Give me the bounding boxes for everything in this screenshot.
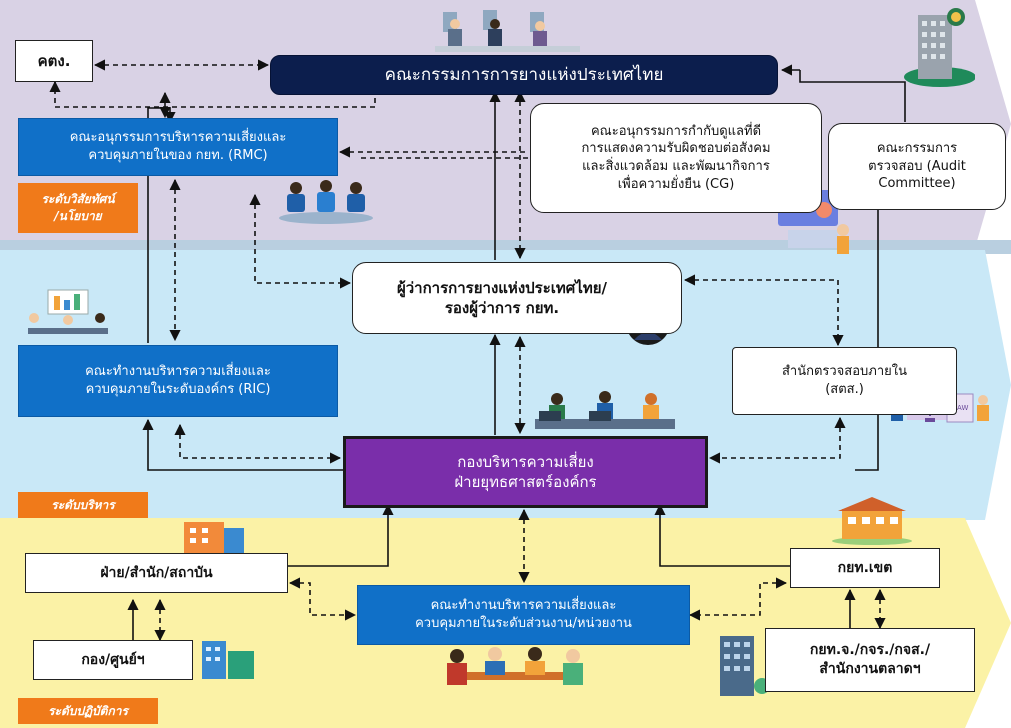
- provincial-label-line2: สำนักงานตลาดฯ: [819, 661, 921, 677]
- city-building-icon: [202, 641, 254, 679]
- office-building-icon: [904, 8, 975, 87]
- risk-division-label-line1: กองบริหารความเสี่ยง: [457, 452, 594, 471]
- cg-label-line2: การแสดงความรับผิดชอบต่อสังคม: [581, 141, 771, 157]
- svg-text:LAW: LAW: [953, 404, 968, 412]
- operational-level-label: ระดับปฏิบัติการ: [48, 703, 128, 718]
- small-building-icon: [184, 522, 244, 554]
- policy-level-line1: ระดับวิสัยทัศน์: [41, 192, 115, 207]
- board-label: คณะกรรมการการยางแห่งประเทศไทย: [384, 64, 664, 85]
- audit-label-line3: Committee): [878, 176, 956, 192]
- presentation-icon: [28, 289, 108, 334]
- audit-label-line1: คณะกรรมการ: [876, 141, 958, 157]
- board-members-icon: [279, 180, 373, 224]
- governor-box: ผู้ว่าการการยางแห่งประเทศไทย/ รองผู้ว่าก…: [352, 262, 682, 334]
- risk-division-label-line2: ฝ่ายยุทธศาสตร์องค์กร: [454, 473, 597, 491]
- cg-box: คณะอนุกรรมการกำกับดูแลที่ดี การแสดงความร…: [530, 103, 822, 213]
- team-meeting-icon: [447, 647, 583, 685]
- meeting-people-icon: [435, 10, 580, 52]
- provincial-label-line1: กยท.จ./กจร./กจส./: [809, 642, 931, 659]
- kng-label: คตง.: [37, 51, 71, 70]
- ric-box: คณะทำงานบริหารความเสี่ยงและ ควบคุมภายในร…: [18, 345, 338, 417]
- governor-label-line2: รองผู้ว่าการ กยท.: [444, 299, 560, 317]
- board-box: คณะกรรมการการยางแห่งประเทศไทย: [270, 55, 778, 95]
- rmc-label-line1: คณะอนุกรรมการบริหารความเสี่ยงและ: [69, 130, 287, 146]
- kng-box: คตง.: [15, 40, 93, 82]
- audit-label-line2: ตรวจสอบ (Audit: [868, 158, 966, 174]
- staff-desk-icon: [535, 391, 675, 429]
- ric-label-line2: ควบคุมภายในระดับองค์กร (RIC): [85, 382, 271, 397]
- internal-audit-label-line1: สำนักตรวจสอบภายใน: [781, 364, 908, 380]
- department-box: ฝ่าย/สำนัก/สถาบัน: [25, 553, 288, 593]
- policy-level-tag: ระดับวิสัยทัศน์ /นโยบาย: [18, 183, 138, 233]
- town-hall-icon: [832, 497, 912, 545]
- unit-working-group-box: คณะทำงานบริหารความเสี่ยงและ ควบคุมภายในร…: [357, 585, 690, 645]
- governor-label-line1: ผู้ว่าการการยางแห่งประเทศไทย/: [396, 278, 608, 297]
- regional-label: กยท.เขต: [837, 559, 893, 576]
- cg-label-line1: คณะอนุกรรมการกำกับดูแลที่ดี: [590, 123, 762, 139]
- department-label: ฝ่าย/สำนัก/สถาบัน: [100, 564, 213, 581]
- ric-label-line1: คณะทำงานบริหารความเสี่ยงและ: [85, 364, 271, 380]
- provincial-box: กยท.จ./กจร./กจส./ สำนักงานตลาดฯ: [765, 628, 975, 692]
- audit-committee-box: คณะกรรมการ ตรวจสอบ (Audit Committee): [828, 123, 1006, 210]
- division-label: กอง/ศูนย์ฯ: [81, 651, 145, 668]
- rmc-box: คณะอนุกรรมการบริหารความเสี่ยงและ ควบคุมภ…: [18, 118, 338, 176]
- rmc-label-line2: ควบคุมภายในของ กยท. (RMC): [88, 148, 268, 163]
- regional-office-building-icon: [720, 636, 770, 696]
- unit-working-group-label-line1: คณะทำงานบริหารความเสี่ยงและ: [430, 598, 617, 614]
- management-level-label: ระดับบริหาร: [51, 497, 115, 512]
- operational-level-tag: ระดับปฏิบัติการ: [18, 698, 158, 724]
- internal-audit-box: สำนักตรวจสอบภายใน (สตส.): [732, 347, 957, 415]
- internal-audit-label-line2: (สตส.): [825, 382, 864, 397]
- regional-box: กยท.เขต: [790, 548, 940, 588]
- risk-division-box: กองบริหารความเสี่ยง ฝ่ายยุทธศาสตร์องค์กร: [343, 436, 708, 508]
- cg-label-line4: เพื่อความยั่งยืน (CG): [617, 176, 735, 192]
- division-box: กอง/ศูนย์ฯ: [33, 640, 193, 680]
- management-level-tag: ระดับบริหาร: [18, 492, 148, 518]
- unit-working-group-label-line2: ควบคุมภายในระดับส่วนงาน/หน่วยงาน: [415, 616, 632, 631]
- policy-level-line2: /นโยบาย: [54, 209, 102, 223]
- cg-label-line3: และสิ่งแวดล้อม และพัฒนากิจการ: [582, 159, 770, 174]
